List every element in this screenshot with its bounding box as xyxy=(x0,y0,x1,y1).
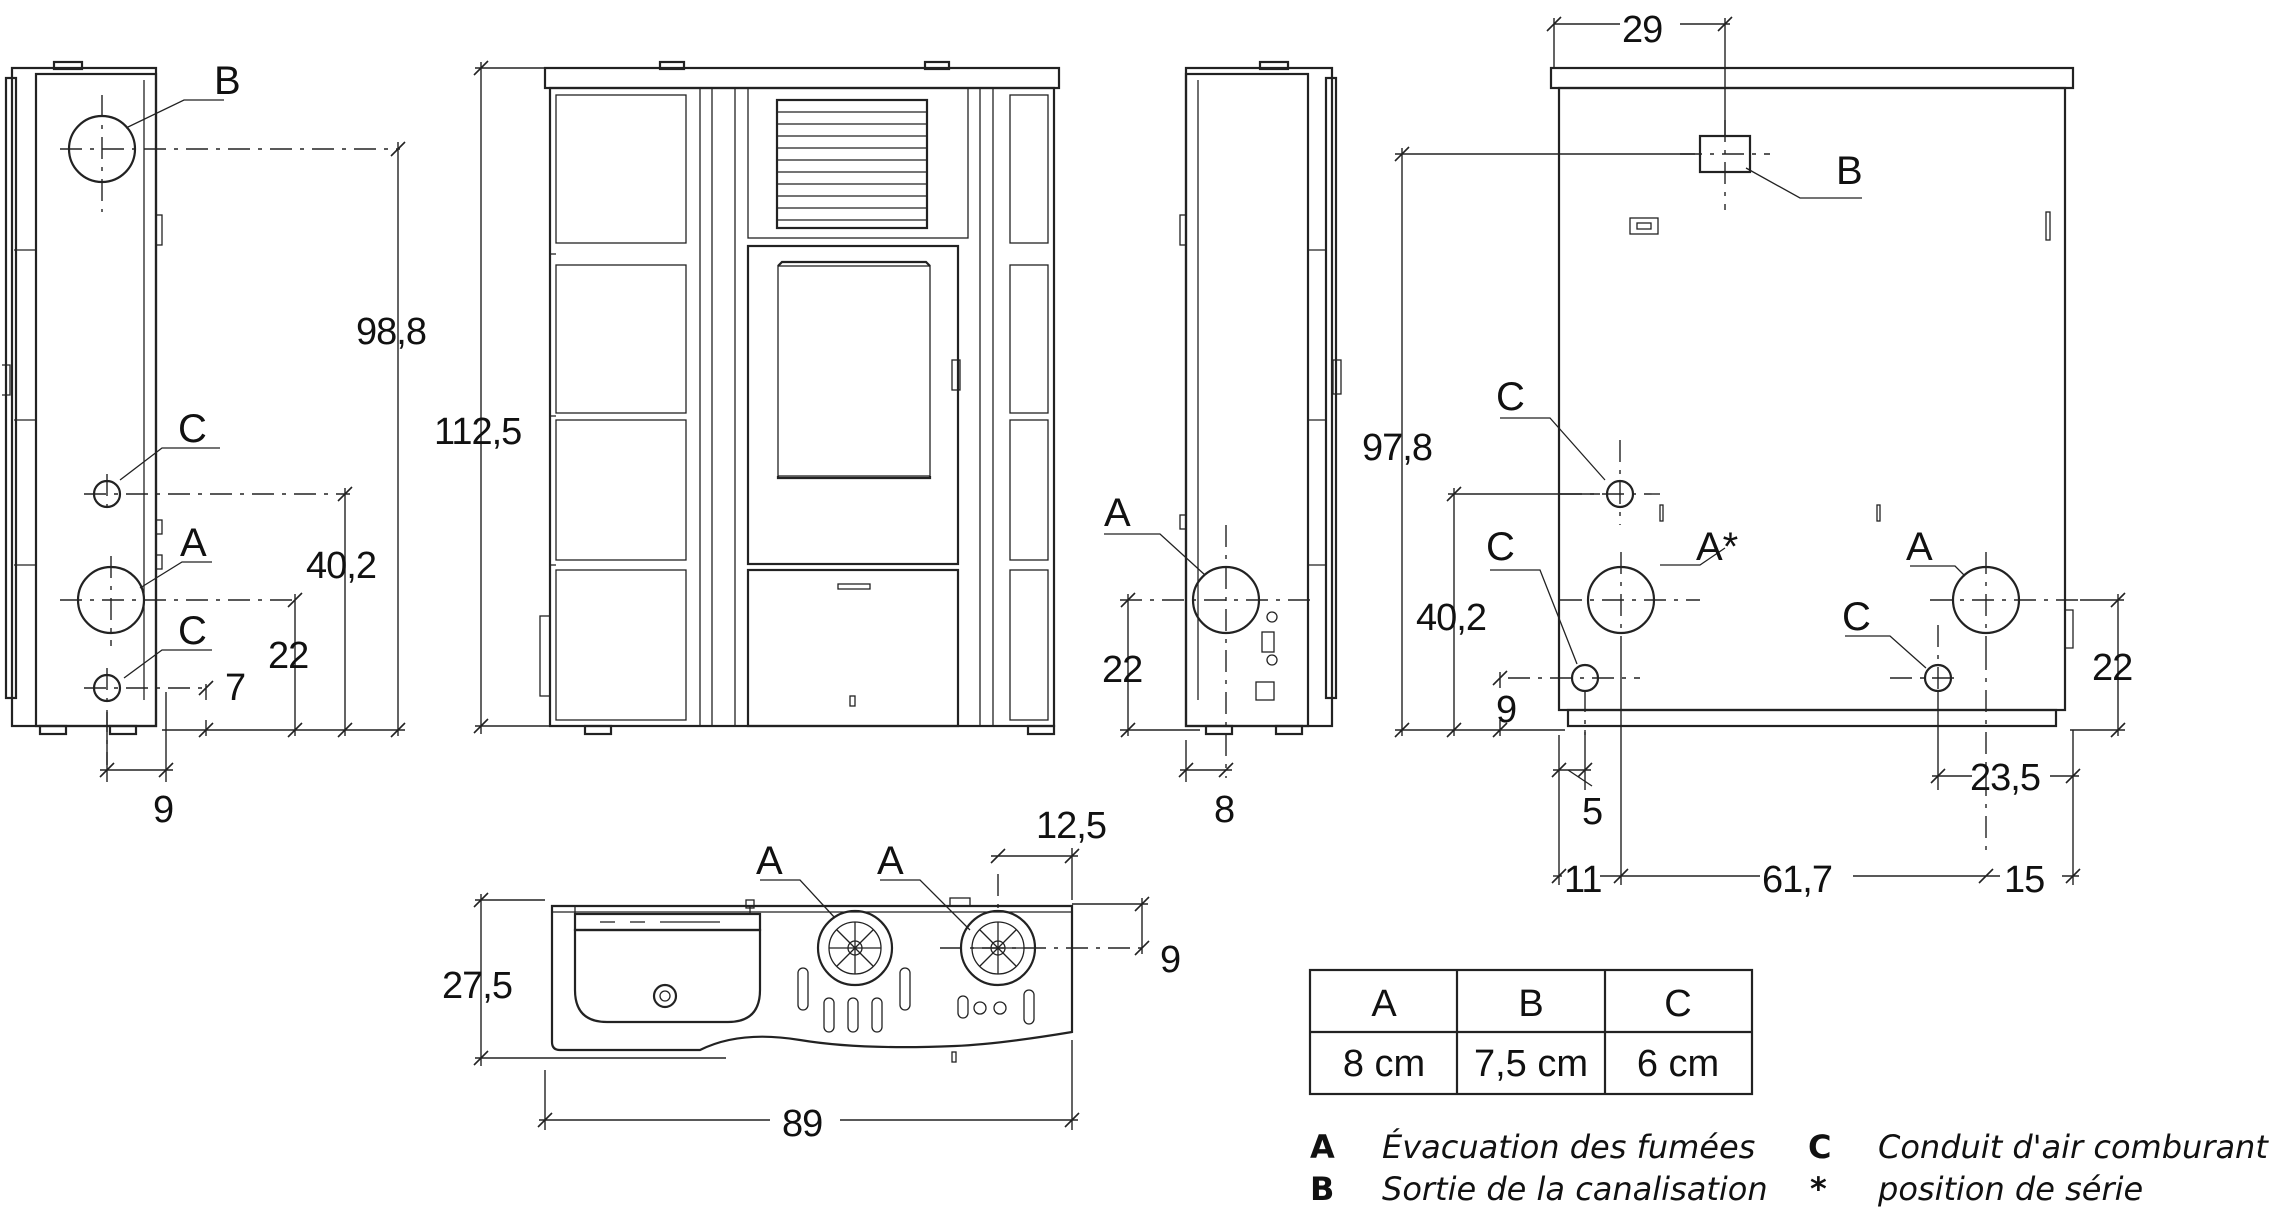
top-pipe-left xyxy=(816,909,894,987)
legend-text-a: Évacuation des fumées xyxy=(1382,1128,1755,1166)
dim-front-112-5: 112,5 xyxy=(434,411,521,453)
label-c-rear-right: C xyxy=(1842,595,1871,639)
left-side-view xyxy=(2,60,406,782)
dim-left-9: 9 xyxy=(153,789,173,831)
label-a-top-left: A xyxy=(756,839,783,883)
dim-rear-61-7: 61,7 xyxy=(1762,859,1832,901)
top-vents xyxy=(797,967,1035,1033)
dim-left-98-8: 98,8 xyxy=(356,311,426,353)
label-b-left: B xyxy=(214,59,241,103)
legend-key-c: C xyxy=(1808,1128,1831,1166)
legend-key-b: B xyxy=(1310,1170,1334,1208)
label-c-left-top: C xyxy=(178,407,207,451)
dim-top-12-5: 12,5 xyxy=(1036,805,1106,847)
table-header-c: C xyxy=(1664,983,1691,1025)
dim-rear-40-2: 40,2 xyxy=(1416,597,1486,639)
front-left-panels xyxy=(550,94,687,721)
label-b-rear: B xyxy=(1836,149,1863,193)
label-c-rear-top: C xyxy=(1496,375,1525,419)
right-side-view xyxy=(1104,60,1342,782)
dim-left-40-2: 40,2 xyxy=(306,545,376,587)
dim-top-9: 9 xyxy=(1160,939,1180,981)
top-view xyxy=(473,848,1150,1130)
dim-rear-23-5: 23,5 xyxy=(1970,757,2040,799)
dim-right-8: 8 xyxy=(1214,789,1234,831)
front-view xyxy=(473,60,1061,736)
legend-key-a: A xyxy=(1310,1128,1335,1166)
dim-rear-29: 29 xyxy=(1622,9,1662,51)
diameter-table: A B C 8 cm 7,5 cm 6 cm xyxy=(1308,968,1754,1096)
dim-top-89: 89 xyxy=(782,1103,822,1145)
dim-top-27-5: 27,5 xyxy=(442,965,512,1007)
table-value-a: 8 cm xyxy=(1343,1043,1425,1085)
legend: A Évacuation des fumées B Sortie de la c… xyxy=(1310,1128,2269,1208)
dim-rear-5: 5 xyxy=(1582,791,1602,833)
legend-text-c: Conduit d'air comburant xyxy=(1878,1128,2269,1166)
dim-left-7: 7 xyxy=(225,667,245,709)
table-header-b: B xyxy=(1518,983,1543,1025)
label-a-rear-right: A xyxy=(1906,525,1933,569)
legend-key-star: * xyxy=(1810,1170,1827,1208)
label-a-star-rear: A* xyxy=(1696,525,1738,569)
front-grille xyxy=(775,98,929,230)
table-value-b: 7,5 cm xyxy=(1474,1043,1588,1085)
label-a-left: A xyxy=(180,521,207,565)
legend-text-b: Sortie de la canalisation xyxy=(1382,1170,1768,1208)
rear-view xyxy=(1394,16,2126,885)
front-right-panels xyxy=(1009,94,1049,721)
label-c-rear-left: C xyxy=(1486,525,1515,569)
label-a-right-side: A xyxy=(1104,491,1131,535)
dim-rear-9: 9 xyxy=(1496,689,1516,731)
dim-right-22: 22 xyxy=(1102,649,1142,691)
legend-text-star: position de série xyxy=(1877,1170,2143,1208)
table-header-a: A xyxy=(1371,983,1397,1025)
table-value-c: 6 cm xyxy=(1637,1043,1719,1085)
dim-rear-22: 22 xyxy=(2092,647,2132,689)
dim-left-22: 22 xyxy=(268,635,308,677)
dim-rear-15: 15 xyxy=(2004,859,2044,901)
dim-rear-97-8: 97,8 xyxy=(1362,427,1432,469)
label-a-top-right: A xyxy=(877,839,904,883)
label-c-left-bottom: C xyxy=(178,609,207,653)
dim-rear-11: 11 xyxy=(1564,859,1601,901)
